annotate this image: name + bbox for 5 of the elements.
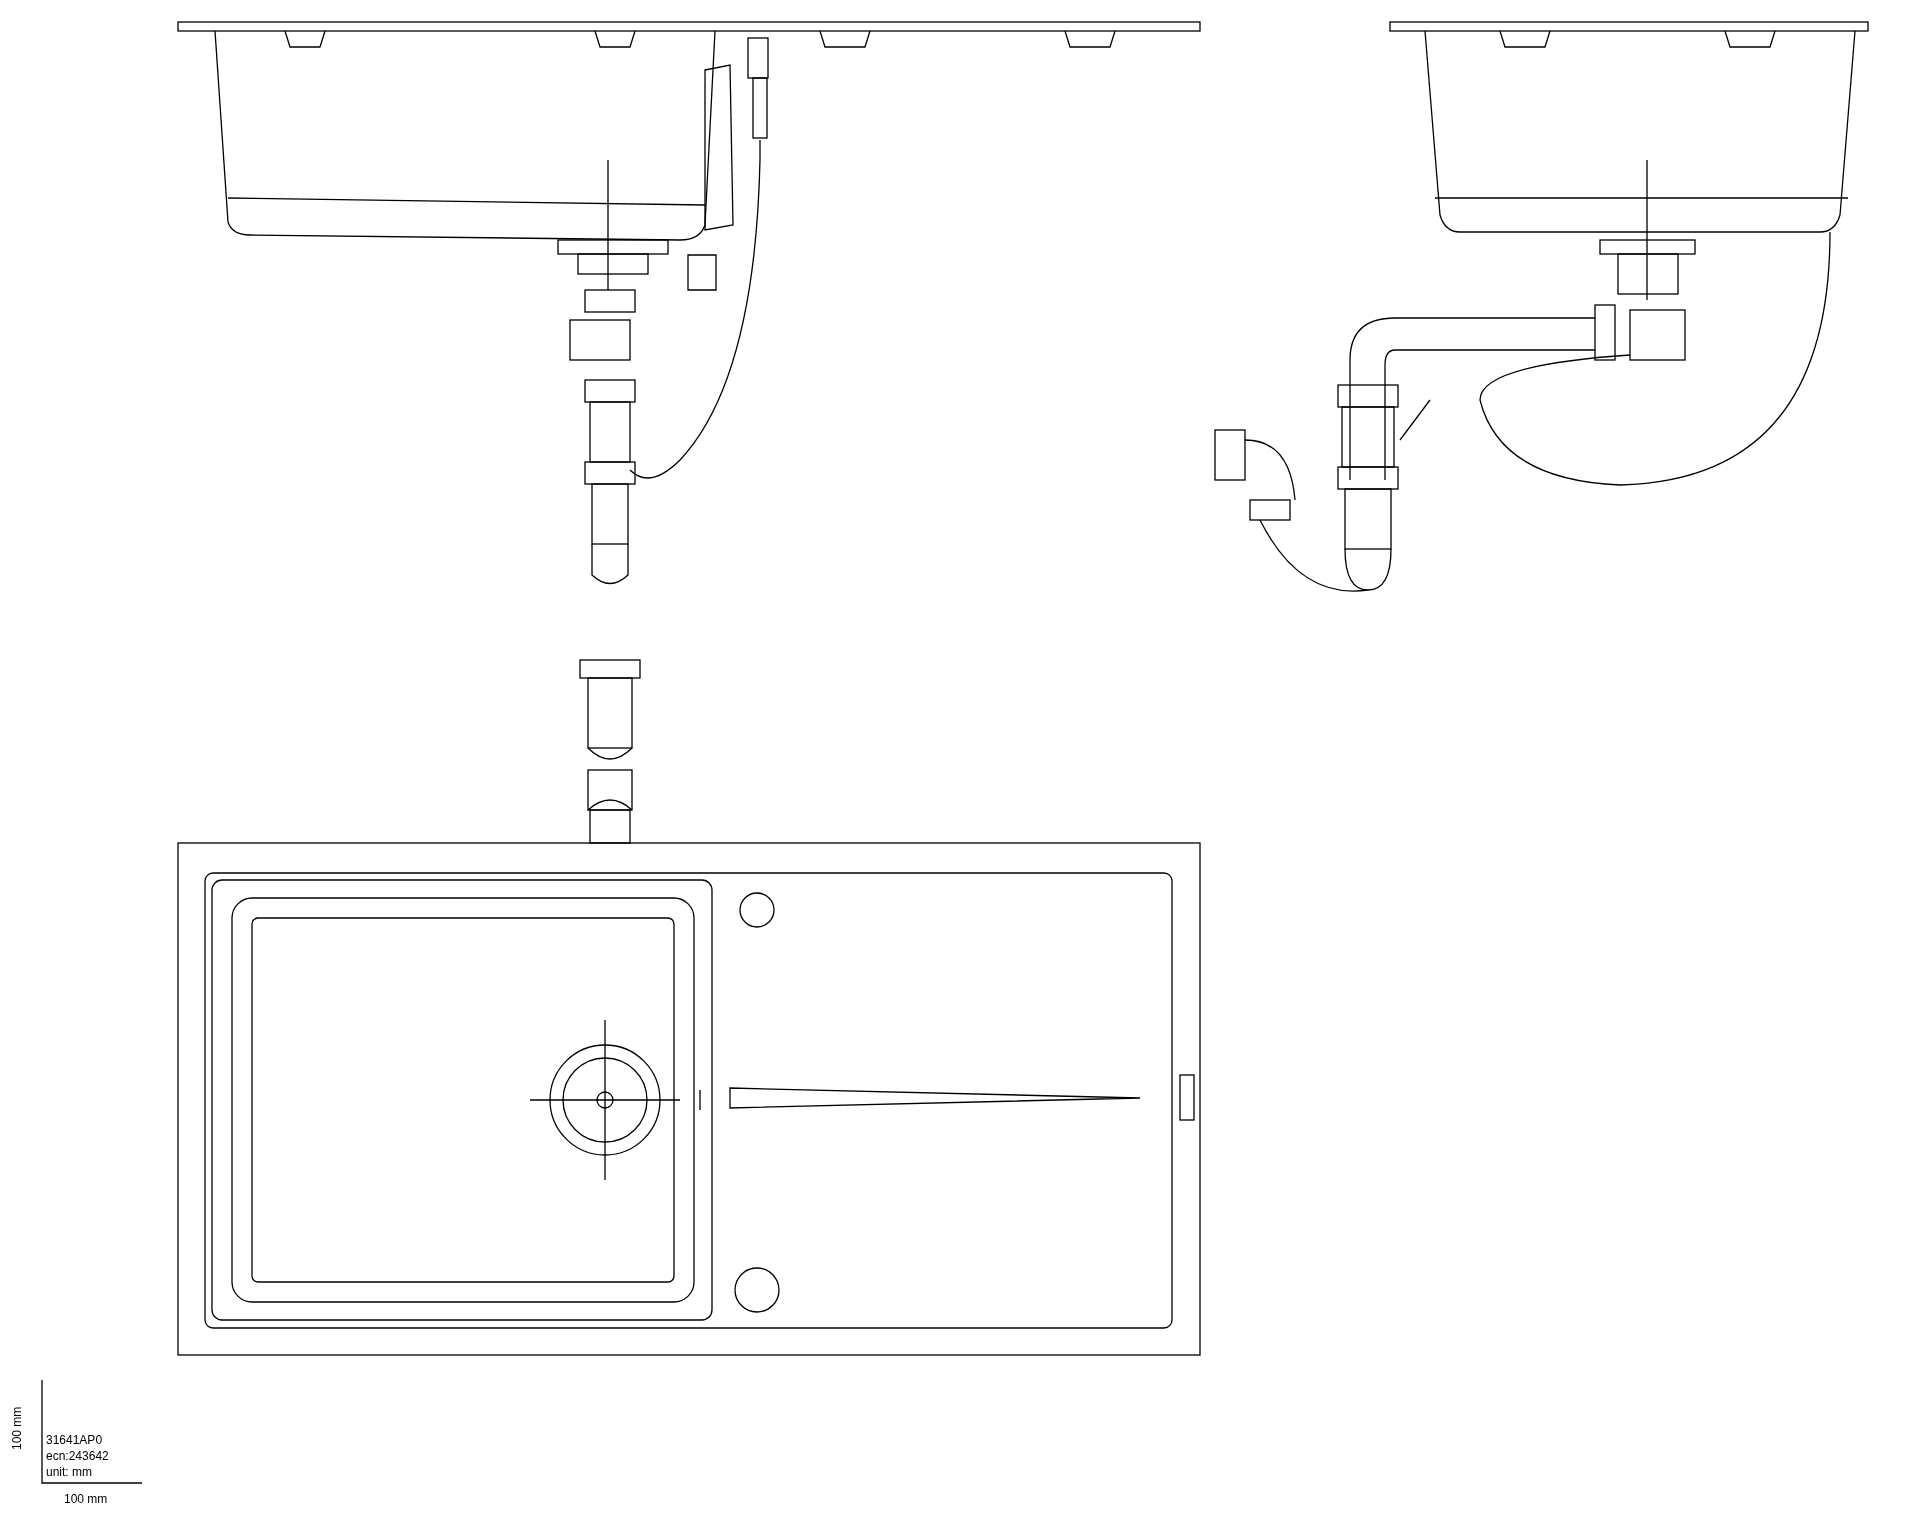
dimension-label: 100 mm [10, 1406, 24, 1450]
dimension-label: 100 mm [64, 1492, 108, 1506]
ecn-number: ecn:243642 [46, 1449, 109, 1463]
unit-note: unit: mm [46, 1465, 92, 1479]
article-number: 31641AP0 [46, 1433, 103, 1447]
